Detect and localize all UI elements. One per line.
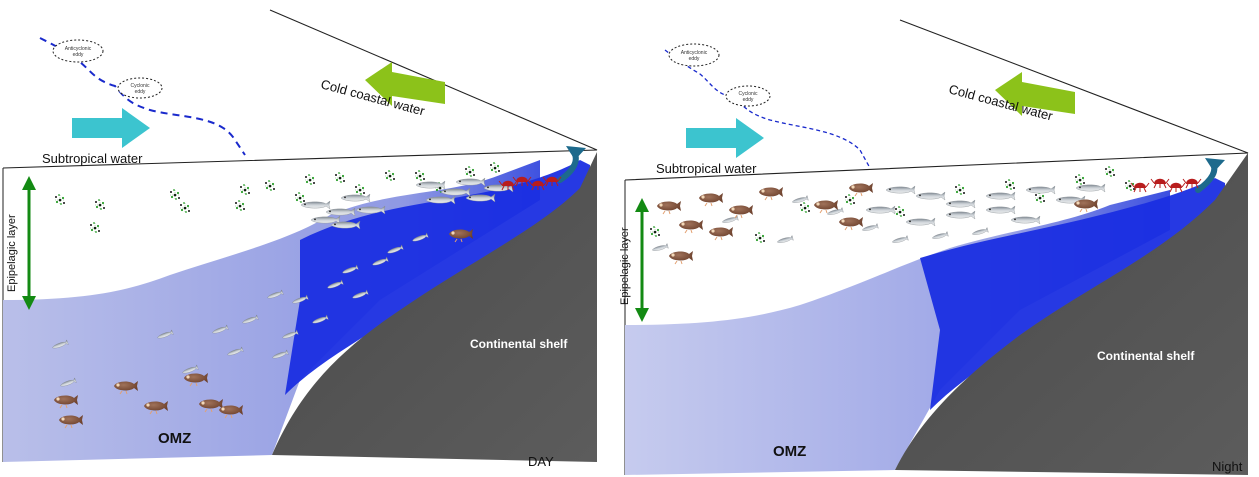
svg-text:Anticyclonic: Anticyclonic bbox=[681, 50, 708, 56]
epipelagic-label-night: Epipelagic layer bbox=[619, 227, 631, 305]
shelf-label: Continental shelf bbox=[470, 337, 568, 351]
subtropical-label: Subtropical water bbox=[42, 151, 143, 166]
subtropical-arrow bbox=[72, 108, 150, 148]
upwelling-current bbox=[285, 160, 590, 395]
coastal-arrow-night bbox=[995, 72, 1075, 116]
upwelling-arrowhead-night bbox=[1205, 158, 1225, 172]
svg-text:eddy: eddy bbox=[73, 52, 84, 58]
subtropical-arrow-night bbox=[686, 118, 764, 158]
svg-text:eddy: eddy bbox=[135, 89, 146, 95]
shelf-label-night: Continental shelf bbox=[1097, 349, 1195, 363]
surface-outline bbox=[2, 9, 598, 169]
upwelling-arrowhead bbox=[566, 146, 586, 160]
cyclonic-eddy bbox=[117, 77, 163, 99]
epipelagic-label: Epipelagic layer bbox=[6, 214, 18, 292]
continental-shelf-night bbox=[895, 153, 1248, 475]
cyclonic-eddy-night bbox=[725, 85, 771, 107]
svg-text:Cyclonic: Cyclonic bbox=[131, 83, 150, 89]
surface-outline-night bbox=[624, 19, 1249, 181]
omz-label-night: OMZ bbox=[773, 443, 806, 460]
eddy-path-night bbox=[664, 49, 871, 169]
coastal-arrow bbox=[365, 62, 445, 106]
svg-text:eddy: eddy bbox=[689, 56, 700, 62]
panel-night: Anticyclonic eddy Cyclonic eddy Subtropi… bbox=[619, 19, 1249, 475]
svg-text:eddy: eddy bbox=[743, 97, 754, 103]
anticyclonic-eddy bbox=[52, 39, 104, 63]
svg-text:Cyclonic: Cyclonic bbox=[739, 91, 758, 97]
subtropical-label-night: Subtropical water bbox=[656, 161, 757, 176]
continental-shelf bbox=[272, 152, 597, 462]
upwelling-current-night bbox=[920, 178, 1225, 410]
omz-label: OMZ bbox=[158, 430, 191, 447]
time-label-night: Night bbox=[1212, 459, 1243, 474]
time-label-day: DAY bbox=[528, 454, 554, 469]
anticyclonic-eddy-night bbox=[668, 43, 720, 67]
svg-text:Anticyclonic: Anticyclonic bbox=[65, 46, 92, 52]
panel-day: Anticyclonic eddy Cyclonic eddy Subtropi… bbox=[2, 9, 598, 469]
